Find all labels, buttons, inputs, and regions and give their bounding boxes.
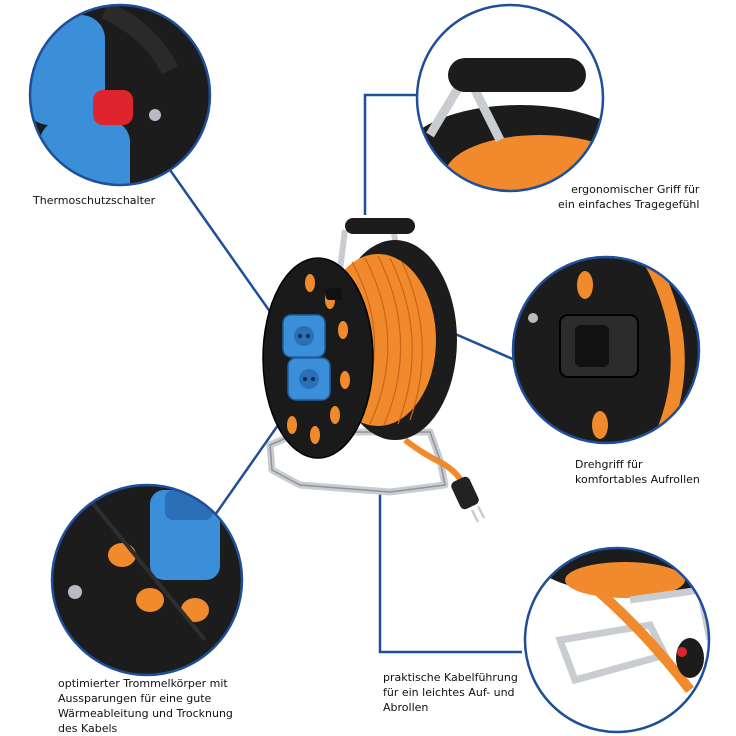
label-kabel-line-3: Abrollen xyxy=(383,701,429,714)
callout-kabel xyxy=(523,546,711,734)
label-trommel-line-4: des Kabels xyxy=(58,722,118,735)
callout-ring-thermo xyxy=(28,3,212,187)
callout-ring-griff xyxy=(415,3,605,193)
callout-thermo xyxy=(28,3,212,187)
leader-kabel xyxy=(378,490,522,654)
label-kabelfuehrung: praktische Kabelführung für ein leichtes… xyxy=(383,670,518,715)
label-griff-line-2: ein einfaches Tragegefühl xyxy=(558,198,700,211)
callout-dreh xyxy=(511,255,701,445)
label-griff-line-1: ergonomischer Griff für xyxy=(571,183,700,196)
label-kabel-line-2: für ein leichtes Auf- und xyxy=(383,686,515,699)
callout-ring-kabel xyxy=(523,546,711,734)
label-griff: ergonomischer Griff für ein einfaches Tr… xyxy=(558,182,699,212)
reel-handle xyxy=(345,218,415,234)
leader-trommel xyxy=(213,417,285,516)
label-trommel-line-2: Aussparungen für eine gute xyxy=(58,692,212,705)
label-trommelkoerper: optimierter Trommelkörper mit Aussparung… xyxy=(58,676,233,736)
cable-tail xyxy=(403,437,465,484)
label-trommel-line-3: Wärmeableitung und Trocknung xyxy=(58,707,233,720)
socket-block xyxy=(282,314,331,401)
label-thermoschutzschalter: Thermoschutzschalter xyxy=(33,193,155,208)
callout-trommel xyxy=(50,483,244,677)
label-thermo-line-1: Thermoschutzschalter xyxy=(33,194,156,207)
cable-reel xyxy=(262,218,486,523)
plug xyxy=(451,476,479,510)
callout-ring-dreh xyxy=(511,255,701,445)
label-dreh-line-2: komfortables Aufrollen xyxy=(575,473,700,486)
label-drehgriff: Drehgriff für komfortables Aufrollen xyxy=(575,457,700,487)
label-dreh-line-1: Drehgriff für xyxy=(575,458,643,471)
label-trommel-line-1: optimierter Trommelkörper mit xyxy=(58,677,228,690)
label-kabel-line-1: praktische Kabelführung xyxy=(383,671,518,684)
callout-ring-trommel xyxy=(50,483,244,677)
